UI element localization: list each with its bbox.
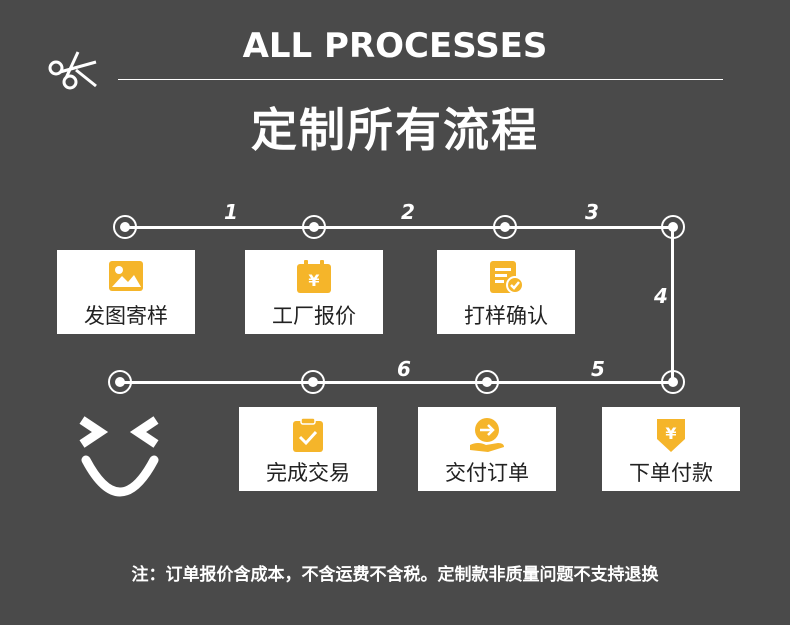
step-card-sample-confirm: 打样确认: [437, 250, 575, 334]
scissors-icon: [48, 51, 97, 90]
step-number-5: 5: [591, 357, 605, 381]
flow-node: [661, 370, 685, 394]
top-connector-line: [124, 226, 674, 229]
bottom-connector-line: [120, 381, 673, 384]
step-number-1: 1: [224, 200, 238, 224]
hand-arrow-icon: [470, 418, 504, 452]
step-card-complete: 完成交易: [239, 407, 377, 491]
step-card-delivery: 交付订单: [418, 407, 556, 491]
step-number-3: 3: [585, 200, 599, 224]
title-divider: [118, 79, 723, 80]
flow-node: [301, 370, 325, 394]
document-check-icon: [490, 261, 524, 294]
footer-note: 注：订单报价含成本，不含运费不含税。定制款非质量问题不支持退换: [131, 565, 659, 585]
flow-node: [661, 215, 685, 239]
title-english: ALL PROCESSES: [242, 26, 548, 66]
title-chinese: 定制所有流程: [251, 103, 539, 157]
flow-node: [302, 215, 326, 239]
right-connector-line: [671, 227, 674, 383]
step-label: 发图寄样: [84, 304, 168, 328]
step-card-send-sample: 发图寄样: [57, 250, 195, 334]
yen-download-icon: ¥: [657, 419, 685, 452]
step-label: 交付订单: [445, 461, 529, 485]
yen-calendar-icon: ¥: [297, 260, 331, 293]
step-label: 打样确认: [464, 304, 548, 328]
step-label: 下单付款: [629, 461, 713, 485]
flow-node: [108, 370, 132, 394]
step-card-factory-quote: ¥ 工厂报价: [245, 250, 383, 334]
step-number-2: 2: [401, 200, 415, 224]
step-label: 工厂报价: [272, 304, 356, 328]
svg-text:¥: ¥: [665, 424, 676, 443]
step-label: 完成交易: [266, 461, 350, 485]
clipboard-check-icon: [293, 417, 323, 452]
flow-node: [113, 215, 137, 239]
step-number-4: 4: [654, 284, 668, 308]
image-icon: [109, 261, 143, 291]
svg-text:¥: ¥: [308, 271, 319, 290]
flow-node: [475, 370, 499, 394]
step-number-6: 6: [397, 357, 411, 381]
step-card-order-payment: ¥ 下单付款: [602, 407, 740, 491]
flow-node: [493, 215, 517, 239]
smiley-face-icon: [79, 416, 159, 497]
